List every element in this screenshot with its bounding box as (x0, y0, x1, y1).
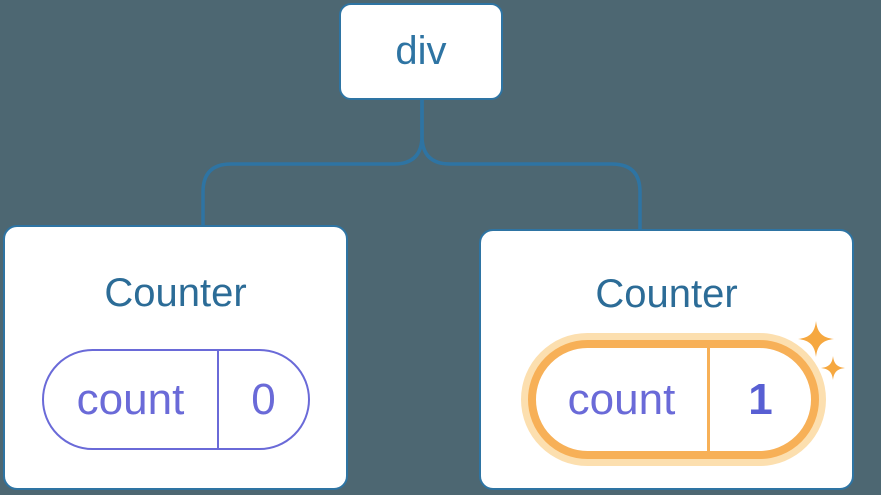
state-pill: count 0 (42, 349, 310, 450)
counter-card-updated: Counter count 1 (479, 229, 854, 490)
root-node: div (339, 3, 503, 100)
state-key-label: count (44, 351, 219, 448)
connector-left (201, 100, 424, 226)
component-title: Counter (104, 271, 247, 315)
state-key-label: count (536, 348, 710, 451)
connector-right (420, 100, 642, 230)
component-title: Counter (595, 272, 738, 316)
state-pill-highlighted: count 1 (528, 340, 819, 459)
sparkle-small-icon (821, 356, 845, 380)
state-value: 0 (251, 374, 276, 424)
counter-card-initial: Counter count 0 (3, 225, 348, 490)
state-value: 1 (748, 374, 773, 424)
root-node-label: div (395, 29, 447, 73)
